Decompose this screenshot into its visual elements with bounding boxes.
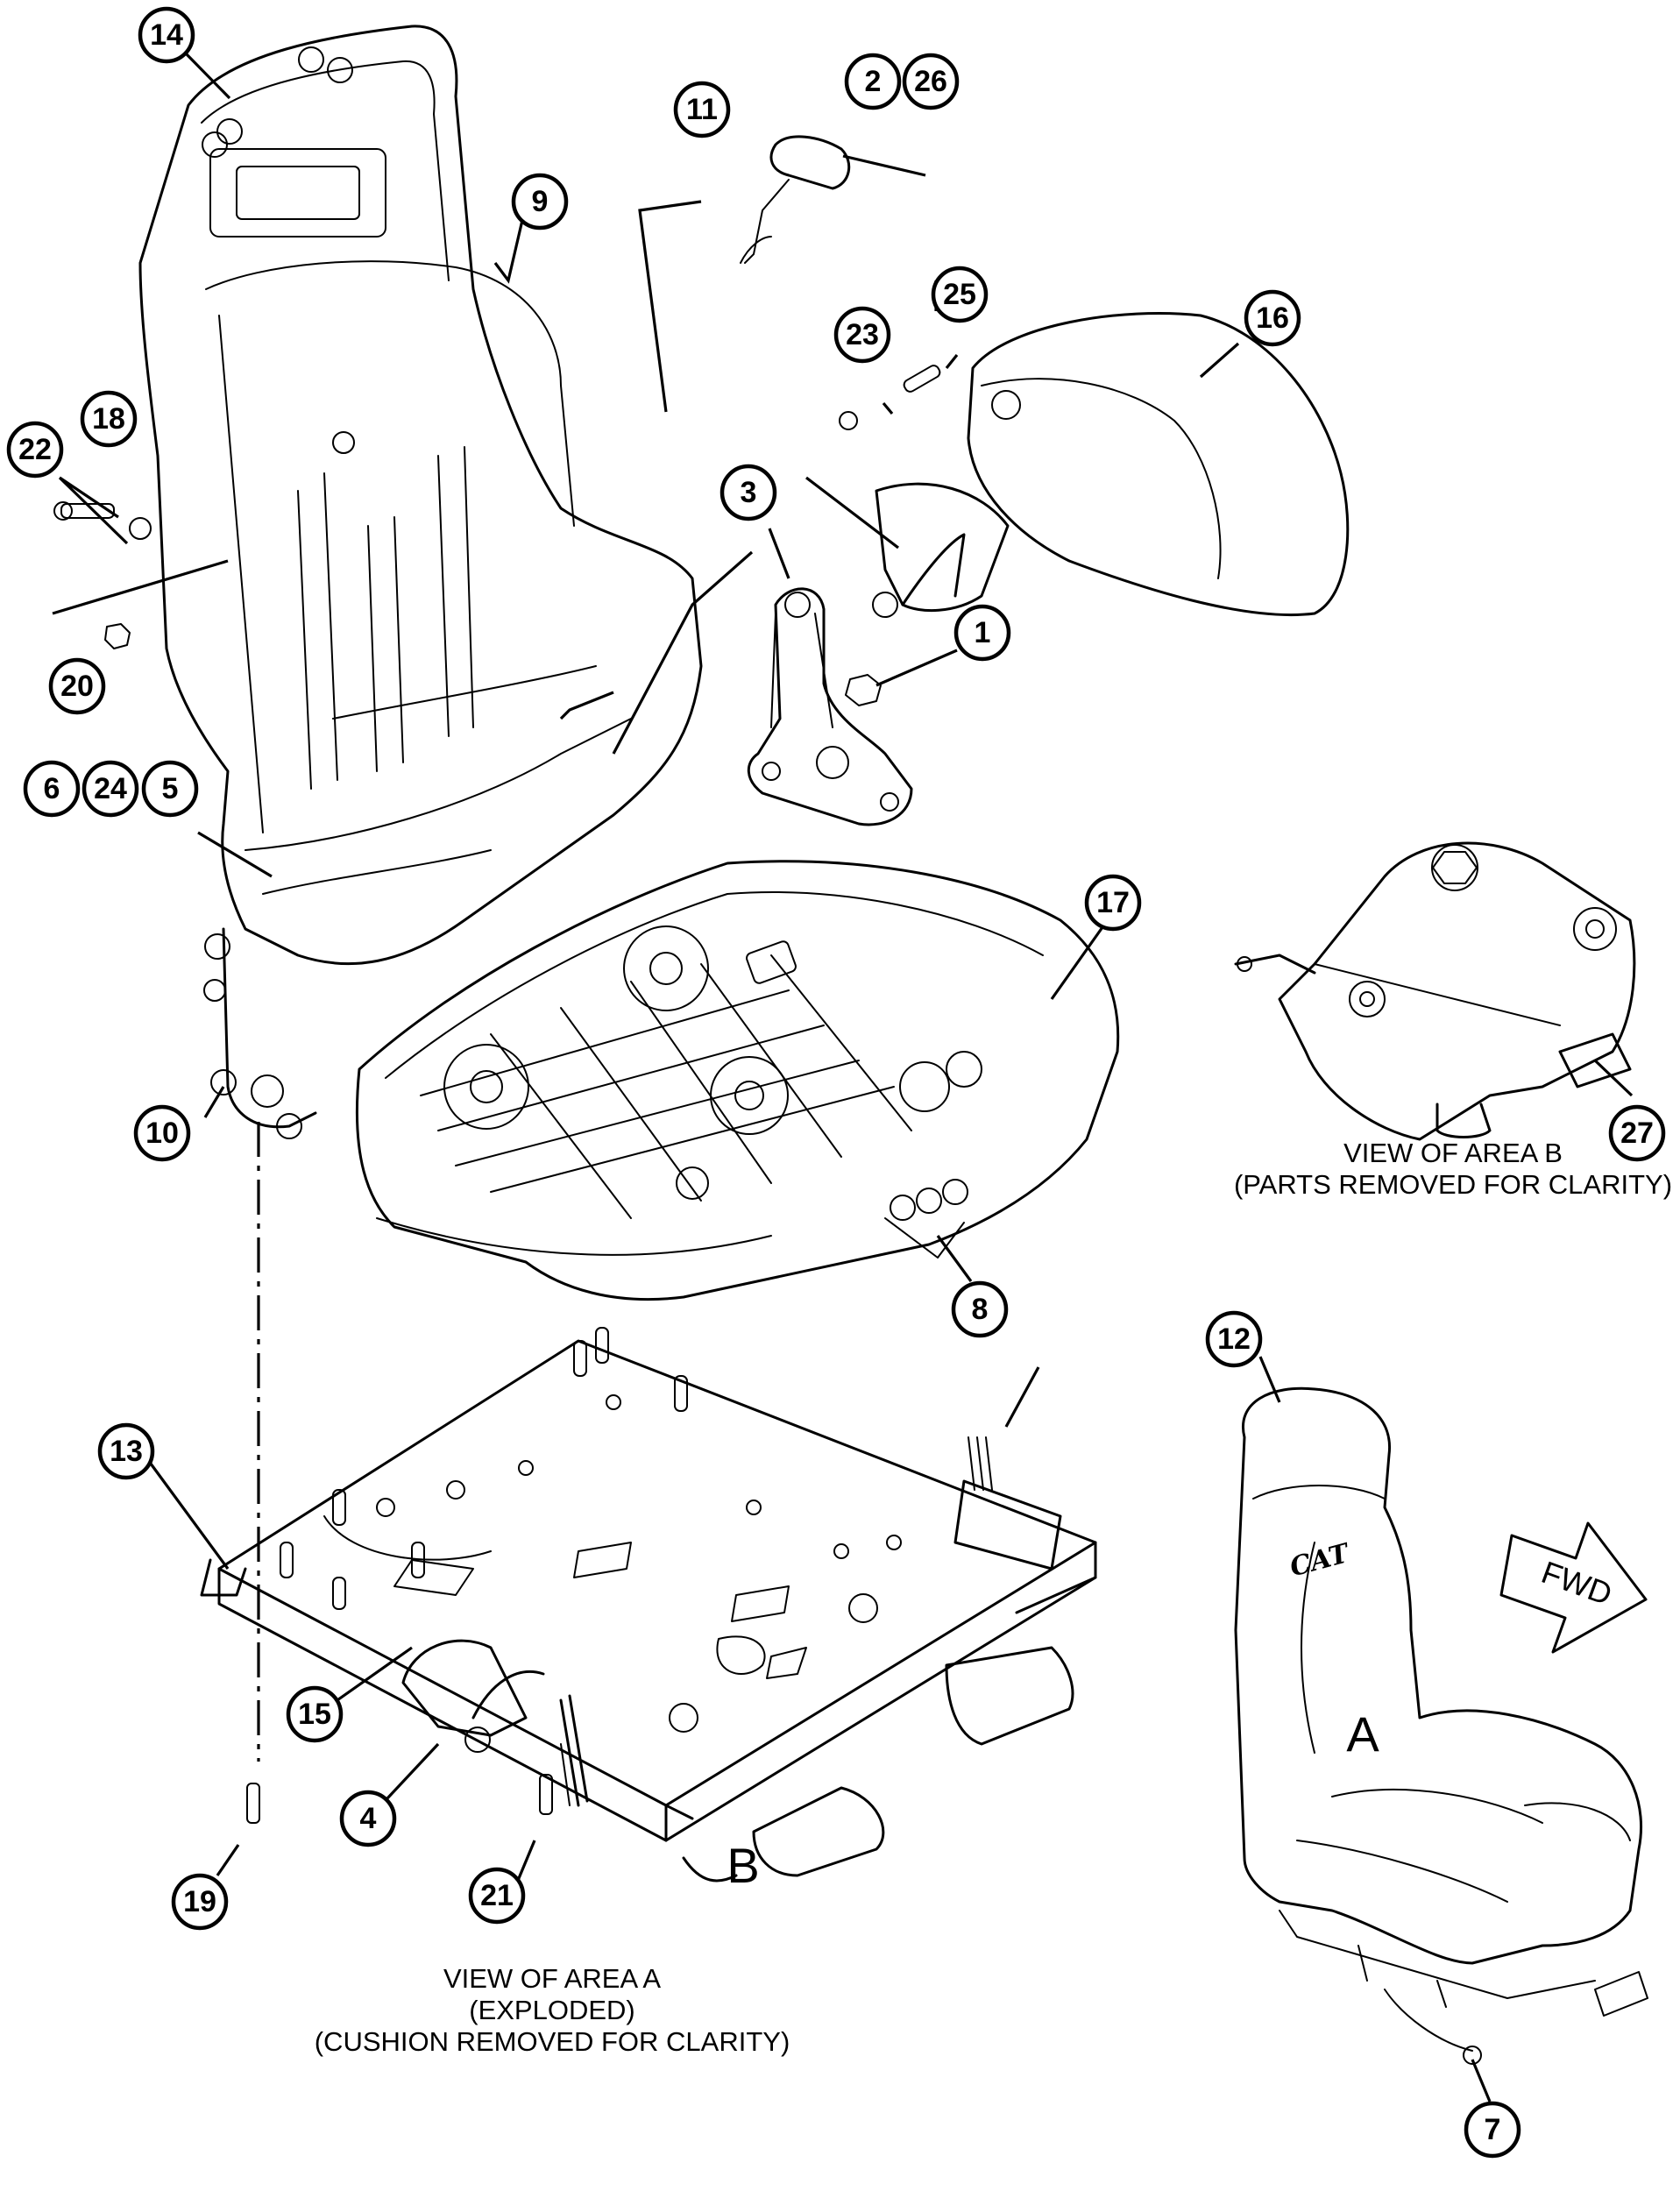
callout-27: 27: [1608, 1104, 1666, 1162]
seat-base-plate: [200, 1327, 1097, 1883]
seat-assembly-view: CAT A: [1234, 1386, 1648, 2065]
svg-text:FWD: FWD: [1537, 1554, 1617, 1613]
callout-13: 13: [97, 1422, 155, 1480]
callout-13-label: 13: [110, 1435, 143, 1468]
callout-1: 1: [953, 604, 1011, 662]
callout-1-label: 1: [975, 616, 991, 649]
callout-9-label: 9: [532, 185, 549, 218]
callout-16: 16: [1244, 289, 1301, 347]
area-b-detail: [1234, 841, 1636, 1141]
caption-area-a-note: (CUSHION REMOVED FOR CLARITY): [315, 2026, 790, 2057]
callout-21: 21: [468, 1867, 526, 1925]
callout-16-label: 16: [1256, 301, 1289, 335]
callout-4-label: 4: [360, 1802, 377, 1835]
callout-23: 23: [833, 306, 891, 364]
callout-6: 6: [23, 760, 81, 818]
callout-17-label: 17: [1096, 886, 1130, 919]
callout-17: 17: [1084, 874, 1142, 932]
armrest-bracket: [747, 587, 913, 826]
callout-19-label: 19: [183, 1885, 216, 1918]
seat-adjust-knob: [740, 135, 851, 264]
callout-7-label: 7: [1485, 2113, 1501, 2146]
callout-27-label: 27: [1620, 1117, 1654, 1150]
callout-8-label: 8: [972, 1293, 989, 1326]
cat-logo: CAT: [1287, 1537, 1354, 1583]
area-b-letter: B: [727, 1838, 759, 1893]
callout-21-label: 21: [480, 1879, 514, 1912]
callout-6-label: 6: [44, 772, 60, 805]
caption-area-b-note: (PARTS REMOVED FOR CLARITY): [1234, 1169, 1672, 1200]
area-a-letter: A: [1346, 1706, 1379, 1762]
caption-area-a: VIEW OF AREA A (EXPLODED) (CUSHION REMOV…: [315, 1963, 790, 2057]
callout-25: 25: [931, 266, 989, 323]
callout-22-label: 22: [18, 433, 52, 466]
callout-25-label: 25: [943, 278, 976, 311]
callout-2-label: 2: [865, 65, 882, 98]
callout-15-label: 15: [298, 1698, 331, 1731]
callout-20-label: 20: [60, 670, 94, 703]
callout-3: 3: [719, 464, 777, 521]
callout-26-label: 26: [914, 65, 947, 98]
fwd-arrow: FWD: [1499, 1521, 1648, 1654]
callout-4: 4: [339, 1790, 397, 1847]
callout-5-label: 5: [162, 772, 179, 805]
bolt-washer-set: [53, 365, 941, 1824]
callout-23-label: 23: [846, 318, 879, 351]
callout-11: 11: [673, 81, 731, 138]
callout-19: 19: [171, 1873, 229, 1931]
callout-18-label: 18: [92, 402, 125, 436]
callout-18: 18: [80, 390, 138, 448]
callout-11-label: 11: [686, 93, 718, 126]
callout-14: 14: [138, 6, 195, 64]
callout-7: 7: [1464, 2101, 1521, 2159]
callout-10: 10: [133, 1104, 191, 1162]
callout-8: 8: [951, 1280, 1009, 1338]
caption-area-a-exploded: (EXPLODED): [469, 1995, 634, 2025]
callout-14-label: 14: [150, 18, 183, 52]
caption-area-b: VIEW OF AREA B (PARTS REMOVED FOR CLARIT…: [1234, 1138, 1672, 1200]
callout-9: 9: [511, 173, 569, 230]
callout-3-label: 3: [741, 476, 757, 509]
armrest: [872, 312, 1350, 618]
callout-15: 15: [286, 1685, 344, 1743]
seat-back-frame: [138, 25, 703, 1139]
callout-12-label: 12: [1217, 1322, 1251, 1356]
callout-24-label: 24: [94, 772, 127, 805]
caption-area-b-title: VIEW OF AREA B: [1343, 1138, 1563, 1168]
leader-lines: [52, 53, 1634, 2102]
callout-26: 26: [902, 53, 960, 110]
callout-22: 22: [6, 421, 64, 479]
seat-cushion-pan: [355, 860, 1120, 1301]
callout-12: 12: [1205, 1310, 1263, 1368]
callout-24: 24: [82, 760, 139, 818]
callout-5: 5: [141, 760, 199, 818]
callout-10-label: 10: [145, 1117, 179, 1150]
callout-20: 20: [48, 657, 106, 715]
caption-area-a-title: VIEW OF AREA A: [443, 1963, 661, 1994]
callout-2: 2: [844, 53, 902, 110]
svg-text:CAT: CAT: [1287, 1537, 1354, 1583]
mount-nut: [104, 623, 882, 706]
